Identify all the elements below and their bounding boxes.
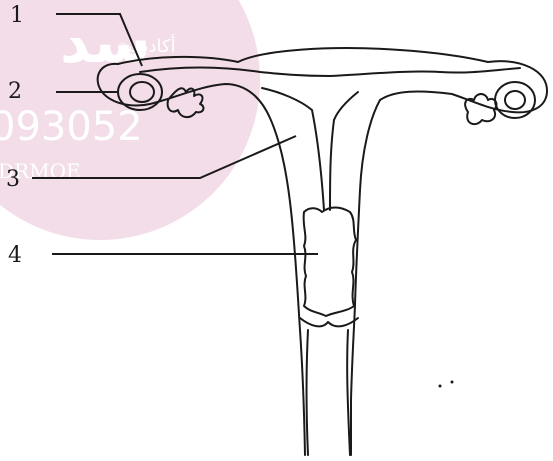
cervix-os — [300, 318, 358, 326]
vagina-right-wall — [347, 330, 350, 455]
watermark-arabic-text: أكاديمية — [118, 34, 176, 57]
uterine-cavity — [262, 88, 358, 210]
right-fimbriae — [465, 94, 496, 124]
cervical-canal — [304, 208, 356, 317]
speck-dot — [451, 381, 454, 384]
watermark-number-text: 093052 — [0, 104, 143, 150]
label-2: 2 — [8, 79, 22, 104]
label-4: 4 — [8, 243, 22, 268]
label-1: 1 — [10, 3, 24, 28]
label-3: 3 — [6, 167, 20, 192]
right-ovary-inner — [505, 91, 525, 109]
speck-dot — [439, 385, 442, 388]
vagina-left-wall — [307, 330, 309, 455]
fallopian-tube-right — [330, 68, 520, 76]
